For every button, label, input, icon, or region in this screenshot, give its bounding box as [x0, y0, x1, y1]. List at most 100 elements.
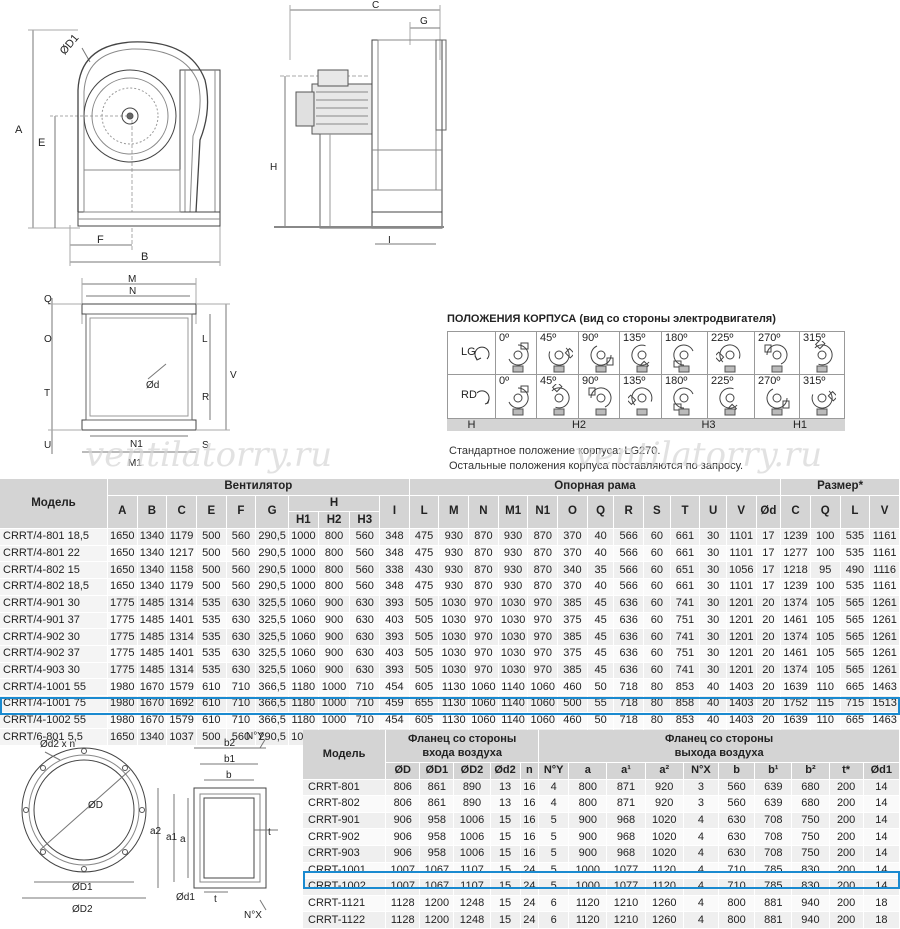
- value-cell: 1980: [107, 712, 138, 730]
- header-size-3: V: [869, 495, 900, 530]
- flange-ny: N°Y: [246, 731, 264, 742]
- value-cell: 1060: [527, 712, 559, 730]
- value-cell: 560: [349, 561, 381, 580]
- value-cell: 325,5: [255, 628, 290, 646]
- flange-t: t: [268, 827, 271, 838]
- value-cell: 1239: [780, 528, 811, 546]
- value-cell: 4: [683, 911, 719, 929]
- value-cell: 565: [840, 645, 871, 663]
- header-frame-1: M: [438, 495, 470, 530]
- value-cell: 366,5: [255, 678, 290, 696]
- value-cell: 906: [385, 845, 421, 863]
- value-cell: 665: [840, 712, 871, 730]
- value-cell: 403: [379, 612, 410, 630]
- value-cell: 393: [379, 628, 410, 646]
- value-cell: 710: [226, 712, 257, 730]
- value-cell: 393: [379, 662, 410, 680]
- value-cell: 565: [840, 662, 871, 680]
- value-cell: 930: [438, 545, 470, 563]
- model-cell: CRRT/4-1002 55: [0, 712, 108, 730]
- value-cell: 718: [613, 678, 645, 696]
- value-cell: 1639: [780, 712, 811, 730]
- header-fan-4: F: [226, 495, 257, 530]
- value-cell: 200: [829, 795, 864, 813]
- flange-a: a: [180, 834, 186, 845]
- value-cell: 375: [557, 645, 588, 663]
- value-cell: 1140: [498, 712, 529, 730]
- dim-a: A: [15, 124, 23, 136]
- value-cell: 806: [385, 795, 421, 813]
- value-cell: 1485: [137, 662, 168, 680]
- value-cell: 200: [829, 779, 864, 797]
- value-cell: 750: [791, 845, 830, 863]
- value-cell: 1670: [137, 695, 168, 713]
- value-cell: 970: [527, 628, 559, 646]
- value-cell: 1007: [385, 862, 421, 880]
- value-cell: 200: [829, 845, 864, 863]
- value-cell: 710: [349, 695, 381, 713]
- value-cell: 565: [840, 595, 871, 613]
- value-cell: 16: [520, 845, 540, 863]
- value-cell: 1340: [137, 728, 168, 746]
- value-cell: 1374: [780, 628, 811, 646]
- position-cell: 0º: [496, 331, 537, 375]
- dim-m1: M1: [128, 458, 142, 469]
- value-cell: 1161: [869, 578, 900, 596]
- dim-e: E: [38, 137, 45, 149]
- header-frame-4: N1: [527, 495, 559, 530]
- value-cell: 970: [468, 612, 499, 630]
- value-cell: 1000: [288, 528, 319, 546]
- value-cell: 5: [538, 845, 570, 863]
- dim-i: I: [388, 235, 391, 246]
- value-cell: 630: [718, 812, 756, 830]
- value-cell: 900: [568, 845, 608, 863]
- value-cell: 454: [379, 712, 410, 730]
- position-angle: 90º: [582, 332, 599, 344]
- value-cell: 1180: [288, 712, 319, 730]
- value-cell: 1261: [869, 628, 900, 646]
- value-cell: 535: [196, 645, 227, 663]
- position-angle: 45º: [540, 375, 557, 387]
- value-cell: 930: [498, 528, 529, 546]
- value-cell: 325,5: [255, 595, 290, 613]
- value-cell: 16: [520, 795, 540, 813]
- value-cell: 1000: [318, 712, 351, 730]
- header-h-sub-1: H2: [318, 511, 351, 530]
- value-cell: 655: [409, 695, 440, 713]
- value-cell: 1107: [453, 878, 491, 896]
- value-cell: 1639: [780, 678, 811, 696]
- value-cell: 14: [863, 828, 900, 846]
- model-cell: CRRT/4-902 30: [0, 628, 108, 646]
- value-cell: 639: [754, 795, 793, 813]
- dim-s: S: [202, 440, 209, 451]
- model-cell: CRRT/4-1001 55: [0, 678, 108, 696]
- header-fan: Вентилятор: [107, 479, 410, 496]
- fan-position-icon: [811, 390, 836, 416]
- value-cell: 970: [527, 645, 559, 663]
- value-cell: 1000: [568, 862, 608, 880]
- position-cell: 45º: [537, 375, 579, 419]
- value-cell: 1006: [453, 812, 491, 830]
- value-cell: 16: [520, 779, 540, 797]
- value-cell: 1020: [645, 812, 684, 830]
- value-cell: 20: [756, 645, 782, 663]
- value-cell: 1067: [419, 878, 455, 896]
- value-cell: 830: [791, 878, 830, 896]
- dim-od: Ød: [146, 380, 159, 391]
- position-angle: 270º: [758, 332, 781, 344]
- value-cell: 60: [643, 595, 671, 613]
- value-cell: 30: [699, 662, 727, 680]
- value-cell: 970: [527, 612, 559, 630]
- value-cell: 1030: [438, 595, 470, 613]
- fan-dimensions-table: Модель Вентилятор Опорная рама Размер* A…: [0, 479, 900, 746]
- flange-header-outlet-1: a: [568, 762, 608, 780]
- dim-n1: N1: [130, 439, 143, 450]
- fan-position-icon: [764, 344, 788, 373]
- value-cell: 566: [613, 578, 645, 596]
- value-cell: 861: [419, 779, 455, 797]
- value-cell: 500: [196, 728, 227, 746]
- value-cell: 490: [840, 561, 871, 580]
